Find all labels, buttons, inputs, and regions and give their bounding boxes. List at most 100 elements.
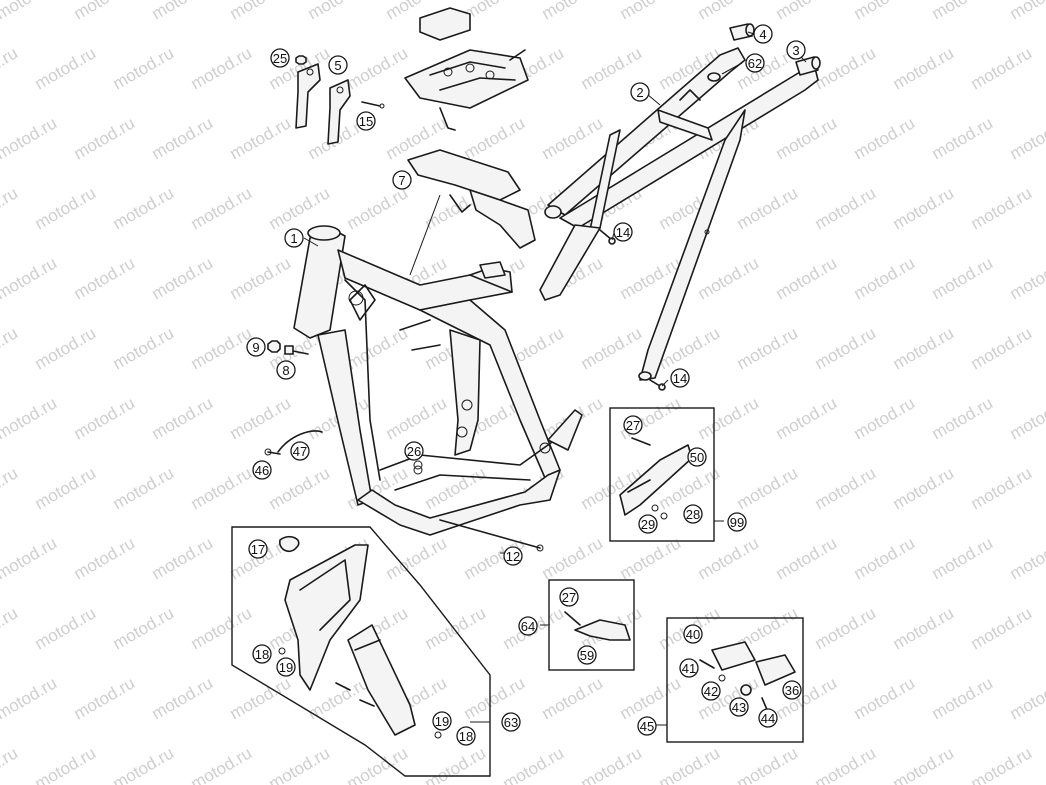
callout-circle [701, 681, 721, 701]
watermark-text: motod.ru [383, 533, 451, 583]
watermark-text: motod.ru [71, 113, 139, 163]
watermark-text: motod.ru [32, 183, 100, 233]
callout-label: 4 [759, 27, 766, 42]
watermark-text: motod.ru [539, 0, 607, 23]
number-plate-7 [407, 149, 536, 249]
watermark-text: motod.ru [695, 393, 763, 443]
callout-circle [782, 680, 802, 700]
electrical-holder [404, 7, 529, 131]
callout-12: 12 [503, 546, 523, 566]
callout-19: 19 [432, 711, 452, 731]
watermark-text: motod.ru [110, 43, 178, 93]
watermark-text: motod.ru [305, 0, 373, 23]
watermark-text: motod.ru [422, 603, 490, 653]
watermark-text: motod.ru [32, 323, 100, 373]
watermark-text: motod.ru [539, 533, 607, 583]
callout-circle [356, 111, 376, 131]
watermark-text: motod.ru [0, 463, 21, 513]
watermark-text: motod.ru [461, 113, 529, 163]
watermark-text: motod.ru [188, 603, 256, 653]
watermark-text: motod.ru [71, 253, 139, 303]
sleeve-62 [707, 72, 721, 82]
watermark-text: motod.ru [71, 0, 139, 23]
watermark-text: motod.ru [890, 183, 958, 233]
watermark-text: motod.ru [71, 393, 139, 443]
watermark-text: motod.ru [188, 743, 256, 785]
callout-46: 46 [252, 460, 272, 480]
watermark-text: motod.ru [0, 673, 60, 723]
watermark-text: motod.ru [656, 743, 724, 785]
watermark-text: motod.ru [539, 673, 607, 723]
callout-27: 27 [623, 415, 643, 435]
callout-label: 50 [690, 450, 704, 465]
callout-circle [758, 708, 778, 728]
callout-label: 15 [359, 114, 373, 129]
callout-circle [729, 697, 749, 717]
watermark-text: motod.ru [188, 183, 256, 233]
watermark-text: motod.ru [968, 603, 1036, 653]
callout-layer: 1234578912141415171818191925262727282936… [246, 24, 806, 746]
callout-label: 3 [792, 43, 799, 58]
callout-47: 47 [290, 441, 310, 461]
callout-circle [290, 441, 310, 461]
callout-circle [276, 360, 296, 380]
watermark-text: motod.ru [812, 603, 880, 653]
watermark-text: motod.ru [71, 533, 139, 583]
watermark-text: motod.ru [968, 323, 1036, 373]
watermark-text: motod.ru [344, 743, 412, 785]
watermark-text: motod.ru [0, 113, 60, 163]
callout-label: 36 [785, 683, 799, 698]
callout-label: 28 [686, 507, 700, 522]
callout-circle [270, 48, 290, 68]
bolt-26 [413, 460, 423, 470]
callout-circle [687, 447, 707, 467]
watermark-text: motod.ru [695, 253, 763, 303]
watermark-text: motod.ru [1007, 533, 1046, 583]
watermark-text: motod.ru [0, 0, 60, 23]
watermark-text: motod.ru [851, 393, 919, 443]
watermark-text: motod.ru [0, 183, 21, 233]
callout-label: 27 [626, 418, 640, 433]
callout-label: 9 [252, 340, 259, 355]
watermark-text: motod.ru [851, 0, 919, 23]
callout-1: 1 [284, 228, 304, 248]
watermark-text: motod.ru [734, 743, 802, 785]
watermark-text: motod.ru [812, 743, 880, 785]
callout-circle [246, 337, 266, 357]
watermark-text: motod.ru [617, 0, 685, 23]
callout-circle [630, 82, 650, 102]
watermark-text: motod.ru [32, 463, 100, 513]
callout-label: 14 [673, 371, 687, 386]
callout-99: 99 [727, 512, 747, 532]
watermark-text: motod.ru [929, 113, 997, 163]
callout-18: 18 [252, 644, 272, 664]
bolt-14-upper [599, 229, 616, 245]
box-63 [231, 526, 491, 777]
callout-label: 25 [273, 51, 287, 66]
watermark-text: motod.ru [266, 463, 334, 513]
watermark-text: motod.ru [266, 743, 334, 785]
watermark-text: motod.ru [929, 0, 997, 23]
callout-label: 46 [255, 463, 269, 478]
callout-label: 18 [255, 647, 269, 662]
watermark-text: motod.ru [851, 673, 919, 723]
watermark-text: motod.ru [149, 673, 217, 723]
watermark-text: motod.ru [344, 43, 412, 93]
watermark-text: motod.ru [812, 43, 880, 93]
watermark-text: motod.ru [110, 183, 178, 233]
watermark-text: motod.ru [0, 323, 21, 373]
callout-circle [518, 616, 538, 636]
callout-63: 63 [501, 712, 521, 732]
watermark-text: motod.ru [383, 393, 451, 443]
callout-label: 63 [504, 715, 518, 730]
callout-18: 18 [456, 726, 476, 746]
watermark-text: motod.ru [734, 323, 802, 373]
watermark-text: motod.ru [188, 43, 256, 93]
callout-label: 12 [506, 549, 520, 564]
watermark-text: motod.ru [71, 673, 139, 723]
box-45 [656, 617, 804, 743]
callout-circle [501, 712, 521, 732]
callout-circle [786, 40, 806, 60]
watermark-text: motod.ru [890, 43, 958, 93]
